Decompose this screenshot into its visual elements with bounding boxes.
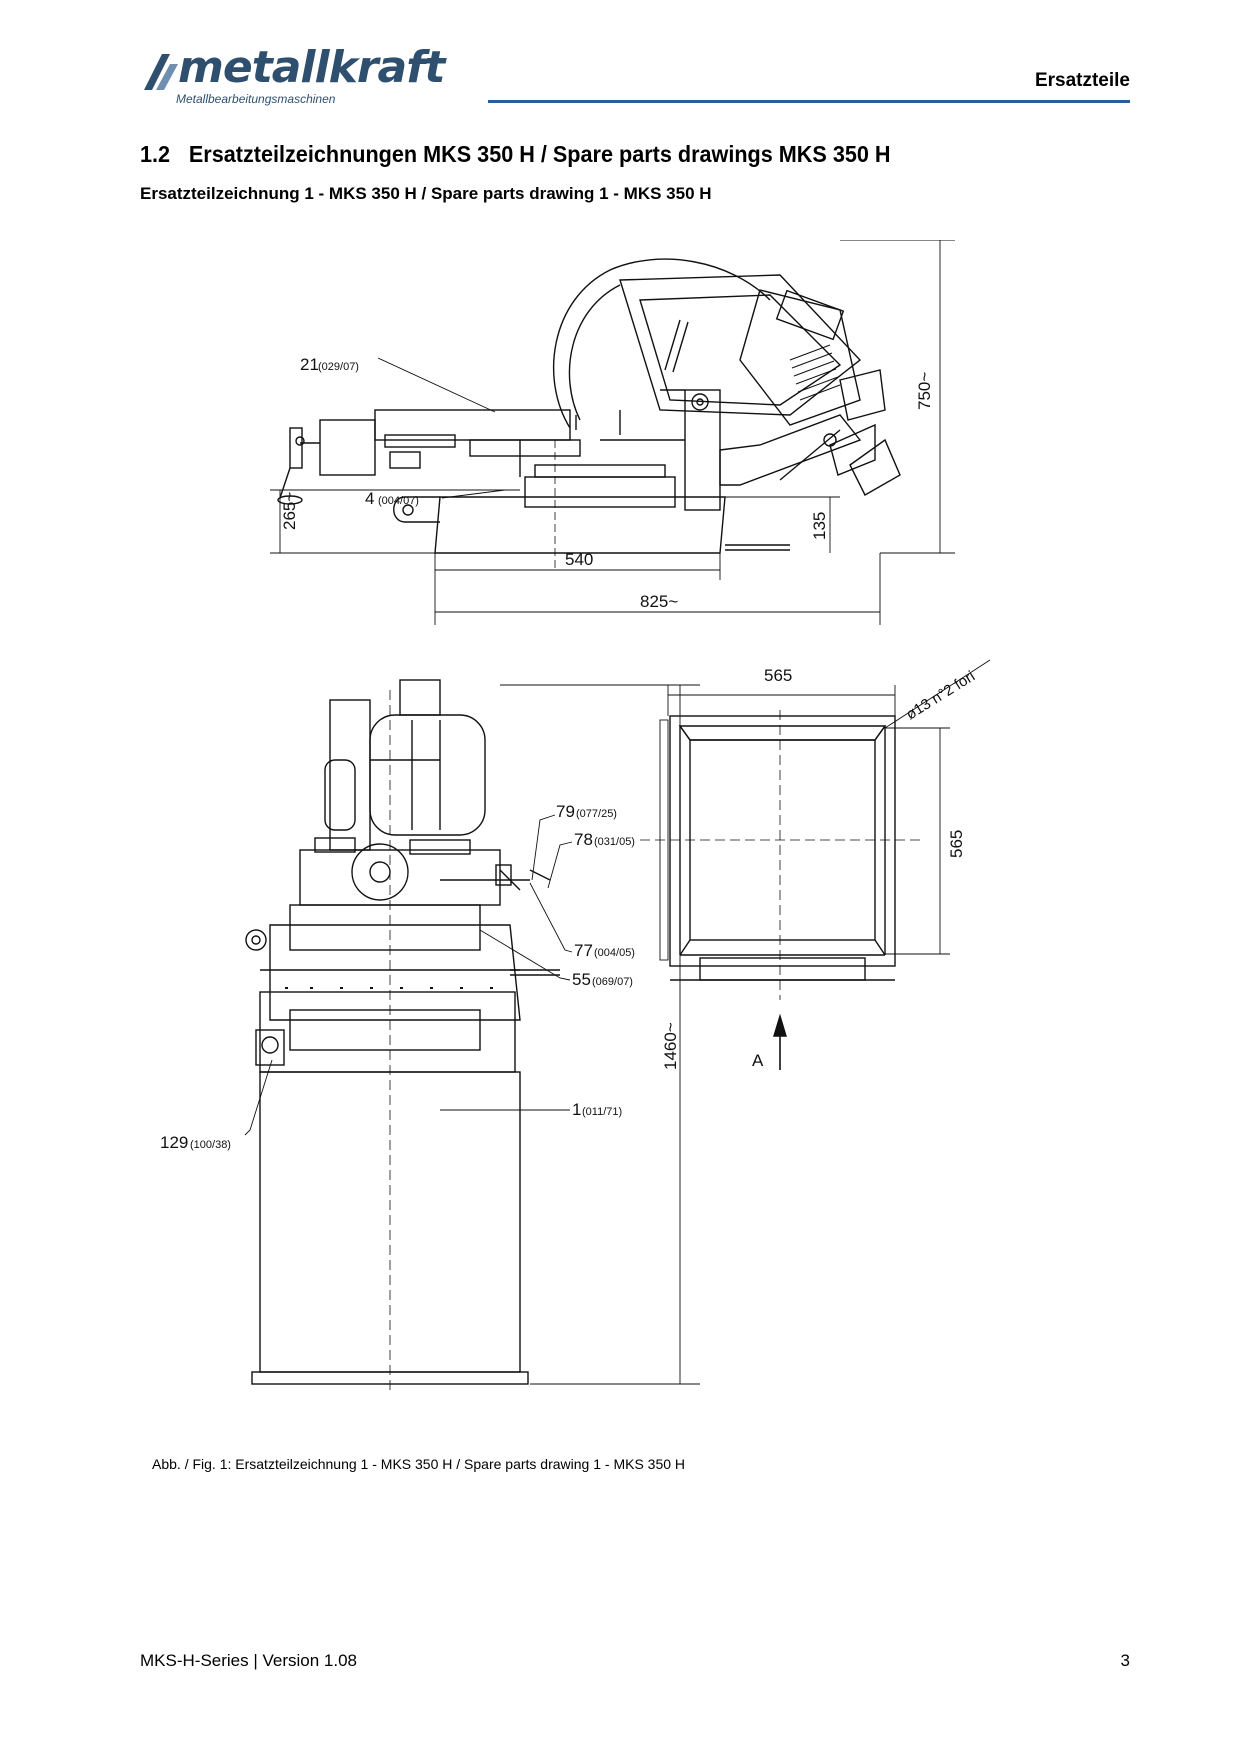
- top-view: [640, 659, 991, 1070]
- part-55-number: 55: [572, 970, 591, 989]
- dim-top-depth: 565: [947, 830, 966, 858]
- spare-parts-drawing: 21 (029/07) 4 (004/07) 750~ 265~ 135 540…: [160, 240, 991, 1390]
- part-21-code: (029/07): [318, 361, 359, 373]
- dim-height-base: 135: [810, 512, 829, 540]
- part-21-number: 21: [300, 355, 319, 374]
- part-79-number: 79: [556, 802, 575, 821]
- part-1-code: (011/71): [582, 1106, 622, 1118]
- part-77-number: 77: [574, 941, 593, 960]
- dim-width-total: 825~: [640, 592, 678, 611]
- section-label: Ersatzteile: [1034, 70, 1130, 91]
- part-78-number: 78: [574, 830, 593, 849]
- drawing-subtitle: Ersatzteilzeichnung 1 - MKS 350 H / Spar…: [140, 184, 712, 203]
- dim-height-total: 750~: [915, 372, 934, 410]
- dim-height-machine: 1460~: [661, 1022, 680, 1070]
- part-79-code: (077/25): [576, 808, 617, 820]
- dim-top-width: 565: [764, 666, 792, 685]
- part-4-number: 4: [365, 489, 374, 508]
- part-77-code: (004/05): [594, 947, 635, 959]
- part-55-code: (069/07): [592, 976, 633, 988]
- section-title: 1.2 Ersatzteilzeichnungen MKS 350 H / Spa…: [140, 141, 891, 168]
- side-view: [270, 240, 955, 625]
- brand-tagline: Metallbearbeitungsmaschinen: [176, 92, 336, 106]
- dim-width-base: 540: [565, 550, 593, 569]
- view-arrow-label: A: [752, 1051, 764, 1070]
- part-129-code: (100/38): [190, 1139, 231, 1151]
- part-1-number: 1: [572, 1100, 581, 1119]
- dim-height-left: 265~: [280, 492, 299, 530]
- header-divider: [488, 100, 1130, 103]
- brand-wordmark: metallkraft: [178, 42, 445, 93]
- part-4-code: (004/07): [378, 495, 419, 507]
- footer-document-version: MKS-H-Series | Version 1.08: [140, 1651, 357, 1670]
- section-title-text: Ersatzteilzeichnungen MKS 350 H / Spare …: [188, 141, 891, 167]
- front-view: [244, 679, 700, 1390]
- page-number: 3: [1120, 1651, 1130, 1670]
- logo-mark-icon: [144, 54, 178, 90]
- metallkraft-logo: metallkraft Metallbearbeitungsmaschinen: [140, 42, 470, 106]
- dim-mounting-holes: ø13 n°2 fori: [903, 668, 978, 724]
- figure-caption: Abb. / Fig. 1: Ersatzteilzeichnung 1 - M…: [152, 1456, 686, 1472]
- part-78-code: (031/05): [594, 836, 635, 848]
- section-number: 1.2: [140, 141, 171, 167]
- part-129-number: 129: [160, 1133, 188, 1152]
